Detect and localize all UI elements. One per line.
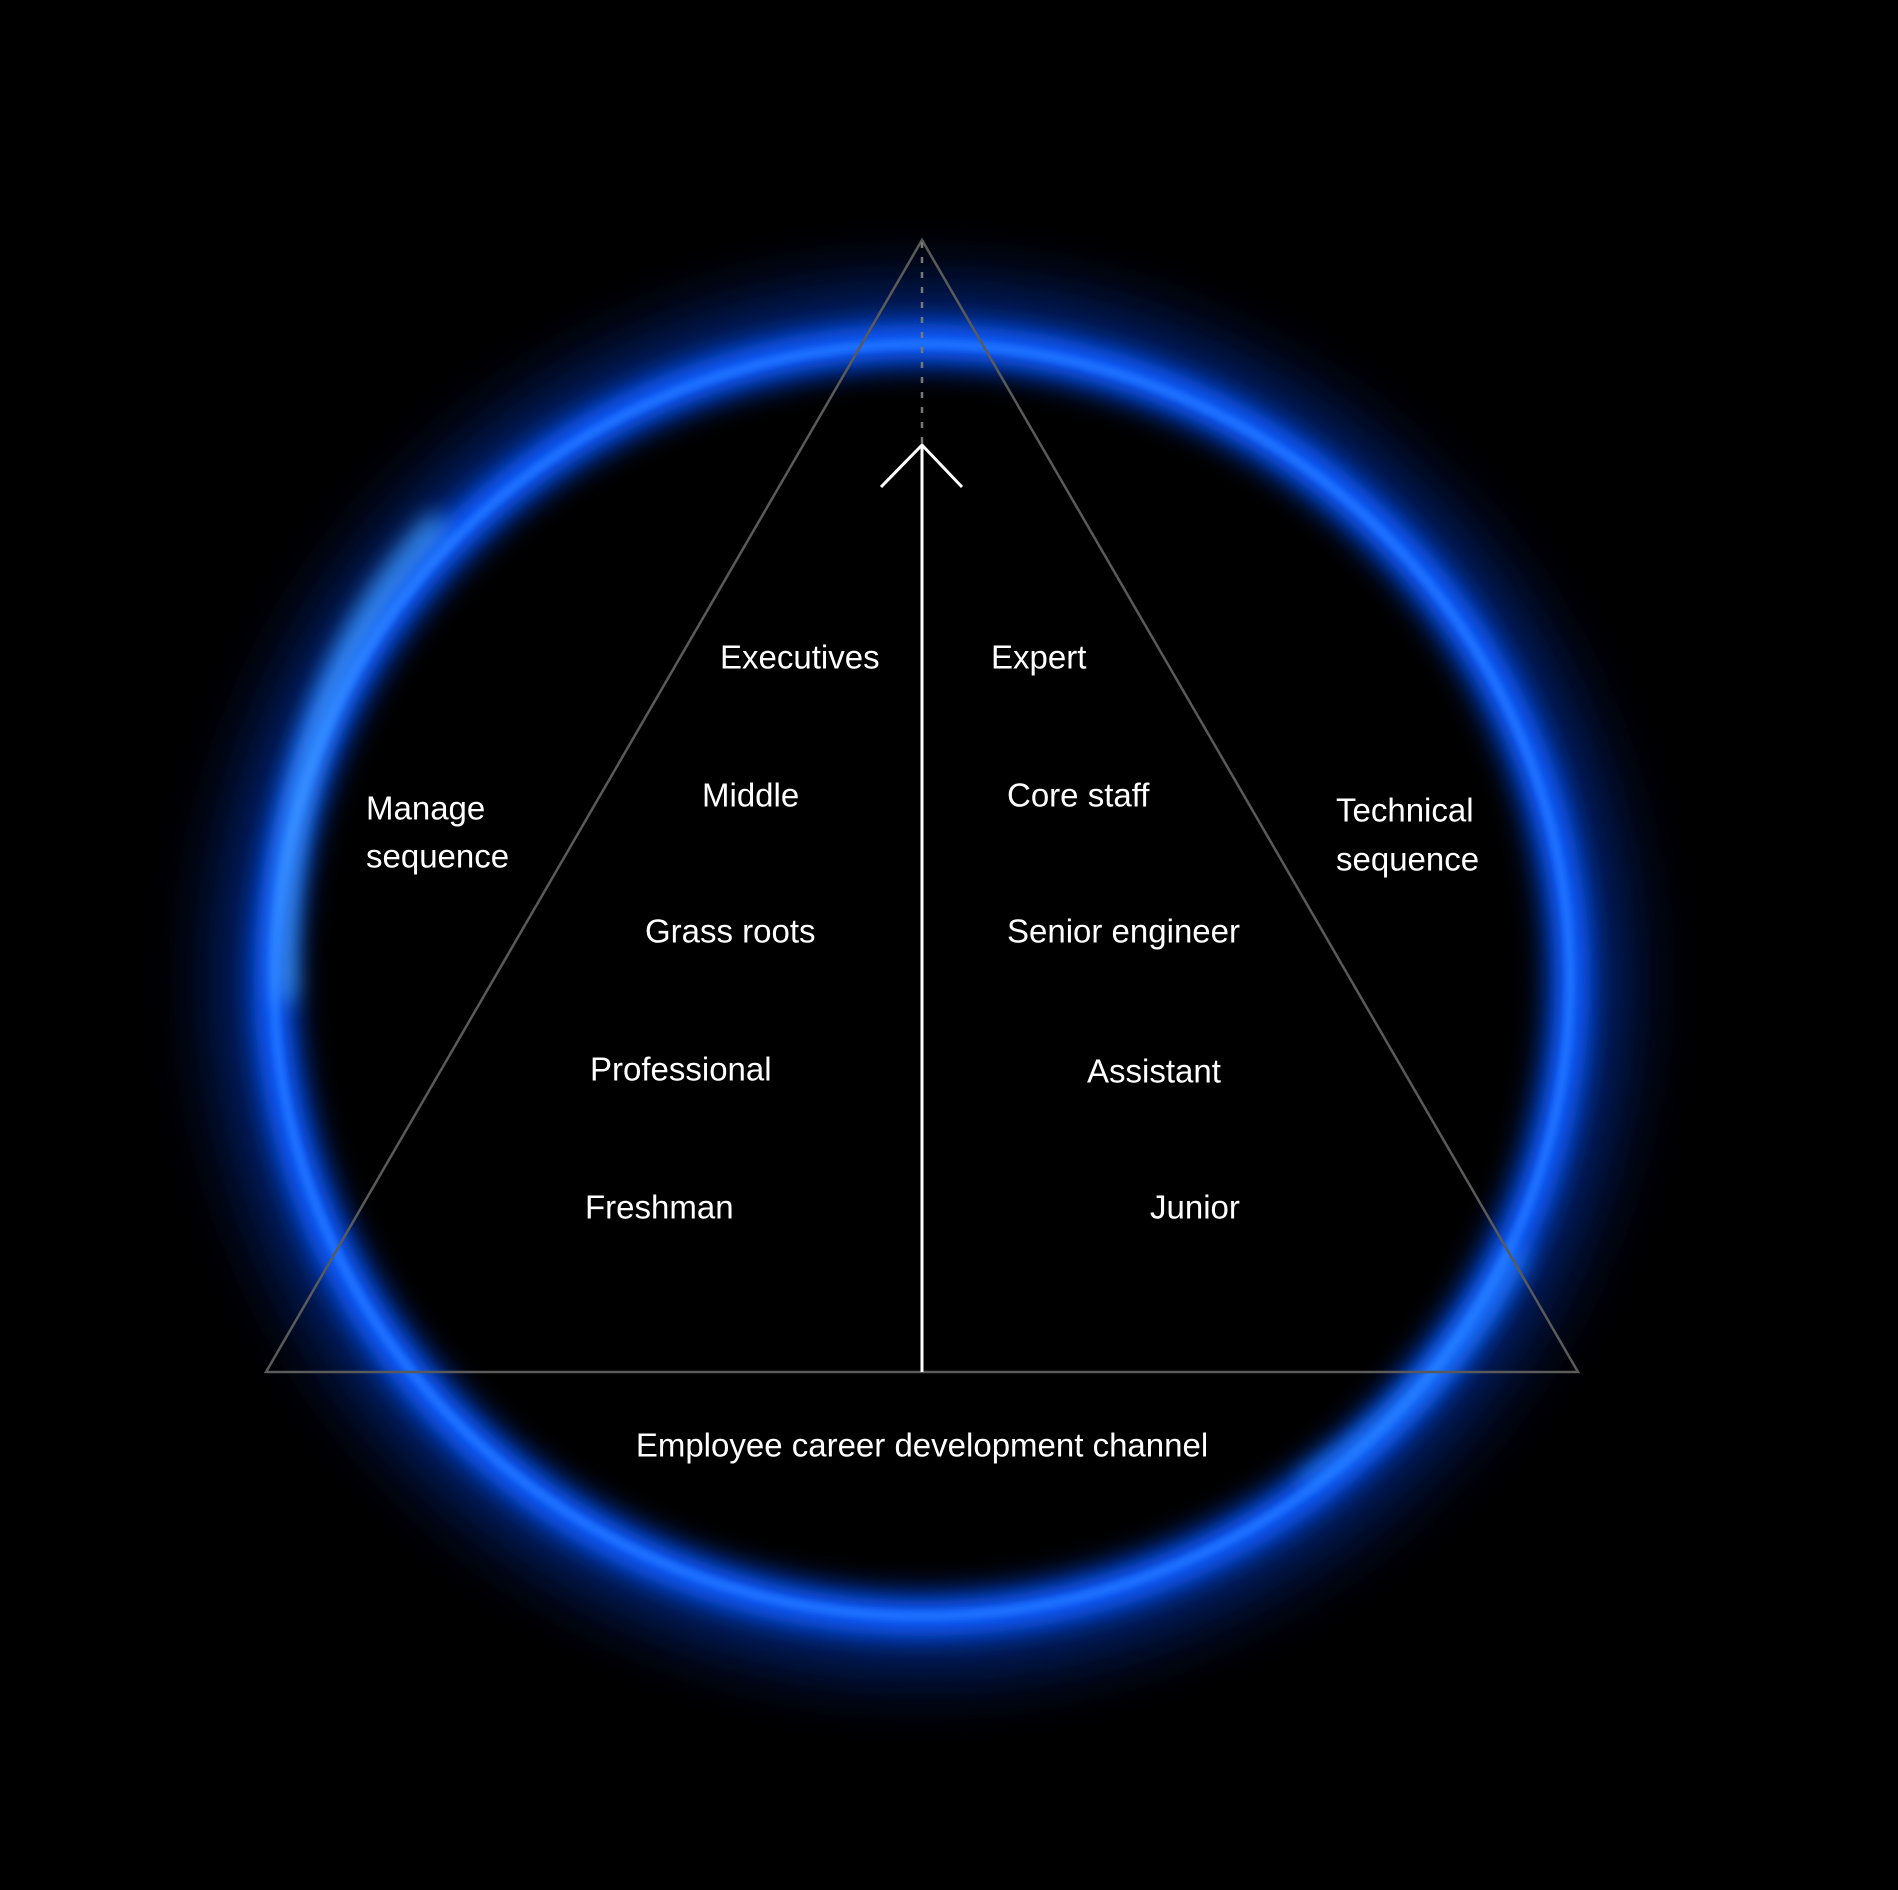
manage-sequence-label-2: sequence [366,838,509,875]
technical-sequence-label-2: sequence [1336,841,1479,878]
mgmt-level-executives: Executives [720,639,880,676]
tech-level-expert: Expert [991,639,1086,676]
tech-level-junior: Junior [1150,1189,1240,1226]
tech-level-core-staff: Core staff [1007,777,1150,814]
tech-level-assistant: Assistant [1087,1053,1221,1090]
mgmt-level-middle: Middle [702,777,799,814]
tech-level-senior-engineer: Senior engineer [1007,913,1240,950]
mgmt-level-professional: Professional [590,1051,772,1088]
diagram-title: Employee career development channel [636,1427,1208,1464]
arrow-up-icon [879,442,964,489]
manage-sequence-label-1: Manage [366,790,485,827]
mgmt-level-freshman: Freshman [585,1189,734,1226]
technical-sequence-label-1: Technical [1336,792,1474,829]
mgmt-level-grass-roots: Grass roots [645,913,816,950]
